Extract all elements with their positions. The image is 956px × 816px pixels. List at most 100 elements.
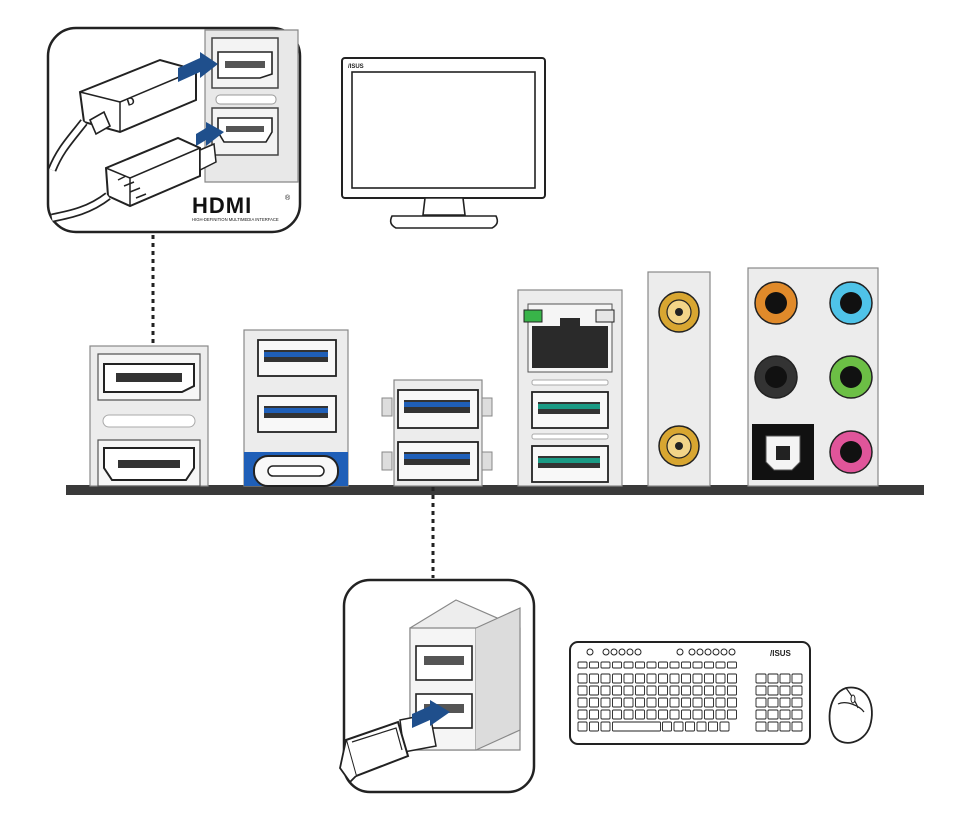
usb-a-port (257, 395, 337, 433)
keyboard-key (658, 685, 668, 696)
keyboard-key (669, 709, 680, 720)
keyboard-key (755, 709, 767, 720)
monitor-base (389, 215, 499, 229)
keyboard-key (635, 709, 645, 720)
keyboard-key (658, 709, 668, 720)
keyboard-key (589, 697, 599, 708)
keyboard-key (589, 661, 599, 669)
keyboard-key (589, 685, 599, 696)
hdmi-socket-pins (226, 126, 264, 132)
hdmi-logo-tagline: HIGH-DEFINITION MULTIMEDIA INTERFACE (192, 217, 279, 222)
keyboard-key (715, 673, 726, 684)
link-led-icon (523, 309, 543, 323)
audio-port-stack (747, 267, 879, 487)
keyboard-key (767, 721, 779, 732)
antenna-connector-icon (658, 291, 700, 333)
arrow-right-icon (196, 122, 224, 146)
keyboard-key (577, 673, 588, 684)
keyboard-key (577, 685, 588, 696)
dp-hdmi-port-stack (89, 345, 209, 487)
keyboard-key (727, 661, 737, 669)
keyboard-key (681, 697, 691, 708)
keyboard-key (646, 673, 657, 684)
usb-a-port (531, 391, 609, 429)
keyboard-key (767, 685, 779, 696)
keyboard-key (577, 721, 588, 732)
keyboard-key (600, 697, 611, 708)
keyboard-key (708, 721, 718, 732)
keyboard-key (612, 661, 622, 669)
hdmi-plug (51, 136, 217, 223)
usb-a-port (531, 445, 609, 483)
keyboard-key (681, 685, 691, 696)
keyboard-key (727, 697, 737, 708)
keyboard-key (696, 721, 707, 732)
keyboard-key (635, 685, 645, 696)
keyboard-key (623, 661, 634, 669)
keyboard-keys (577, 661, 803, 732)
dp-logo-icon: D (125, 95, 136, 109)
keyboard-key (779, 673, 791, 684)
keyboard-key (719, 721, 730, 732)
keyboard-key (692, 673, 703, 684)
keyboard-key (669, 661, 680, 669)
mouse-wheel-icon (850, 694, 856, 704)
keyboard-key (704, 697, 714, 708)
usb-a-port (257, 339, 337, 377)
audio-jack-pink (829, 430, 873, 474)
arrow-right-icon (412, 700, 450, 728)
keyboard-key (600, 661, 611, 669)
keyboard-key (600, 709, 611, 720)
keyboard-key (681, 661, 691, 669)
keyboard-key (779, 697, 791, 708)
motherboard-edge (66, 485, 924, 495)
keyboard: /ISUS (569, 641, 811, 745)
keyboard-key (704, 661, 714, 669)
keyboard-key (791, 673, 803, 684)
keyboard-key (692, 685, 703, 696)
keyboard-key (635, 661, 645, 669)
keyboard-key (673, 721, 684, 732)
keyboard-key (715, 709, 726, 720)
audio-jack-orange (754, 281, 798, 325)
keyboard-key (791, 721, 803, 732)
keyboard-key (715, 697, 726, 708)
keyboard-key (612, 685, 622, 696)
keyboard-key (692, 661, 703, 669)
monitor-neck (422, 197, 466, 216)
keyboard-key (755, 673, 767, 684)
dp-plug: D (47, 58, 197, 172)
lan-usb-port-stack (517, 289, 623, 487)
keyboard-key (767, 697, 779, 708)
antenna-connector-icon (658, 425, 700, 467)
keyboard-key (623, 673, 634, 684)
keyboard-key (767, 709, 779, 720)
hdmi-dp-callout: D HDMI ® HIGH-DEFINITION MULTIMEDIA INTE… (46, 26, 302, 234)
audio-jack-green (829, 355, 873, 399)
keyboard-key (791, 709, 803, 720)
usb-callout (339, 578, 536, 794)
keyboard-key (669, 673, 680, 684)
keyboard-key (681, 673, 691, 684)
keyboard-key (779, 721, 791, 732)
keyboard-brand: /ISUS (770, 649, 792, 658)
keyboard-key (589, 673, 599, 684)
keyboard-key (577, 709, 588, 720)
keyboard-key (681, 709, 691, 720)
keyboard-key (704, 685, 714, 696)
keyboard-key (715, 685, 726, 696)
dp-socket-pins (225, 61, 265, 68)
keyboard-key (635, 673, 645, 684)
panel-divider (102, 414, 196, 428)
keyboard-key (767, 673, 779, 684)
keyboard-key (646, 661, 657, 669)
monitor: /ISUS (341, 57, 546, 229)
keyboard-key (791, 685, 803, 696)
usb-port-stack (381, 379, 493, 487)
keyboard-key (577, 661, 588, 669)
keyboard-key (612, 709, 622, 720)
keyboard-key (658, 697, 668, 708)
optical-spdif-port (752, 424, 814, 480)
keyboard-key (623, 685, 634, 696)
audio-jack-black (754, 355, 798, 399)
